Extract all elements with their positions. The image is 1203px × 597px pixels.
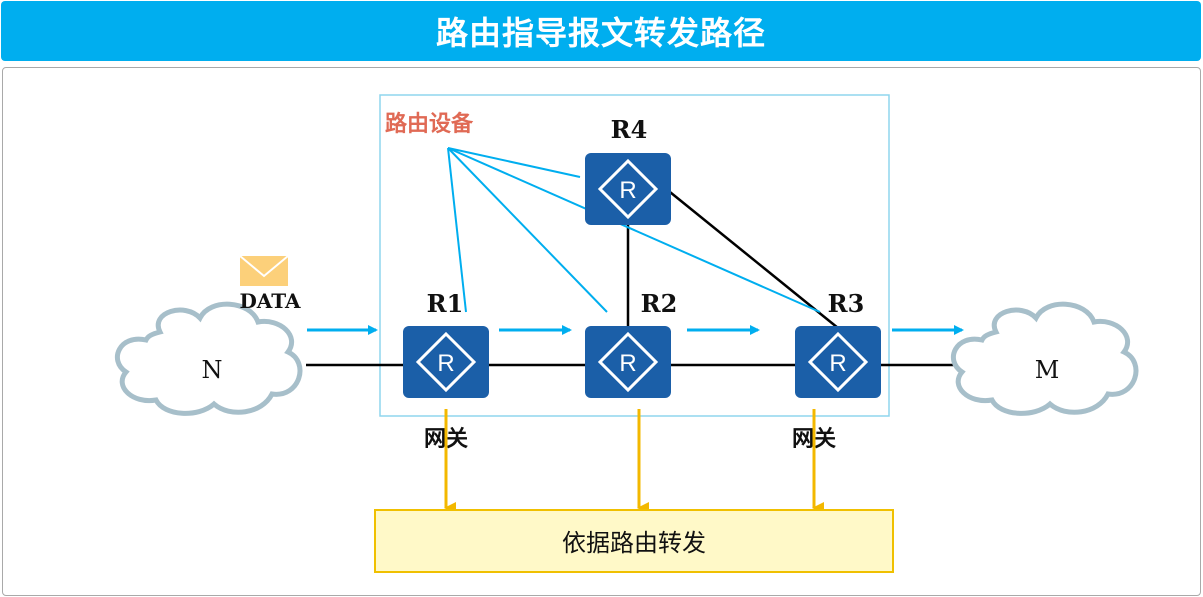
router-label-r4: R4 bbox=[611, 115, 648, 144]
router-icon-r3 bbox=[793, 324, 883, 400]
router-label-r2: R2 bbox=[641, 289, 678, 318]
link-r4-r3 bbox=[664, 187, 839, 329]
routing-device-label: 路由设备 bbox=[385, 111, 474, 137]
router-icon-r1 bbox=[401, 324, 491, 400]
routing-domain-box bbox=[379, 94, 890, 417]
cloud-icon bbox=[950, 301, 1139, 416]
router-label-r3: R3 bbox=[828, 289, 865, 318]
cloud-icon bbox=[114, 301, 303, 416]
packet-label: DATA bbox=[239, 289, 301, 313]
network-n-label: N bbox=[202, 356, 223, 384]
envelope-icon bbox=[239, 255, 289, 286]
page-title: 路由指导报文转发路径 bbox=[1, 1, 1201, 61]
network-m-label: M bbox=[1035, 356, 1060, 384]
routing-lookup-arrows bbox=[444, 409, 824, 514]
forward-box-label: 依据路由转发 bbox=[562, 529, 706, 557]
routing-device-pointers bbox=[447, 147, 821, 313]
router-label-r1: R1 bbox=[427, 289, 464, 318]
router-icon-r4 bbox=[583, 151, 673, 227]
forward-by-route-box bbox=[374, 509, 894, 573]
router-icon-r2 bbox=[583, 324, 673, 400]
